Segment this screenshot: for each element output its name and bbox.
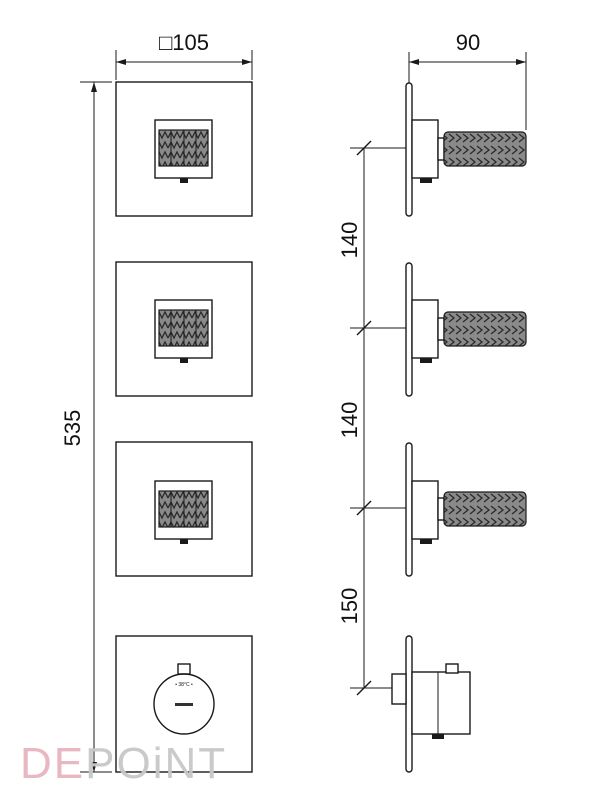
spacing-label-2: 140 [337,402,362,439]
side-valve-1 [405,82,527,217]
front-plate-thermostat: • 38°C • [115,635,253,773]
front-plate-2 [115,261,253,397]
side-valve-2 [405,262,527,397]
diverter-handle-front-3 [154,480,213,544]
diverter-handle-front-2 [154,299,213,363]
diverter-handle-front-1 [154,119,213,183]
spacing-label-3: 150 [337,588,362,625]
depth-dimension-label: 90 [456,30,480,55]
spacing-dimension-chain: 140 140 150 [337,140,428,696]
front-plate-1 [115,81,253,217]
front-plate-3 [115,441,253,577]
side-thermostat [391,635,471,773]
thermostat-scale-label: • 38°C • [175,682,193,688]
logo-part-gray: POiNT [85,739,227,788]
svg-text:DEPOiNT: DEPOiNT [20,739,227,788]
depth-dimension: 90 [408,30,527,130]
thermostat-knob-front: • 38°C • [153,663,215,735]
spacing-label-1: 140 [337,222,362,259]
width-dimension: □105 [115,30,253,80]
total-height-label: 535 [60,410,85,447]
logo-part-accent: DE [20,739,85,788]
depoint-logo: DEPOiNT [20,739,227,788]
width-dimension-label: □105 [159,30,209,55]
side-valve-3 [405,442,527,577]
total-height-dimension: 535 [60,81,112,773]
